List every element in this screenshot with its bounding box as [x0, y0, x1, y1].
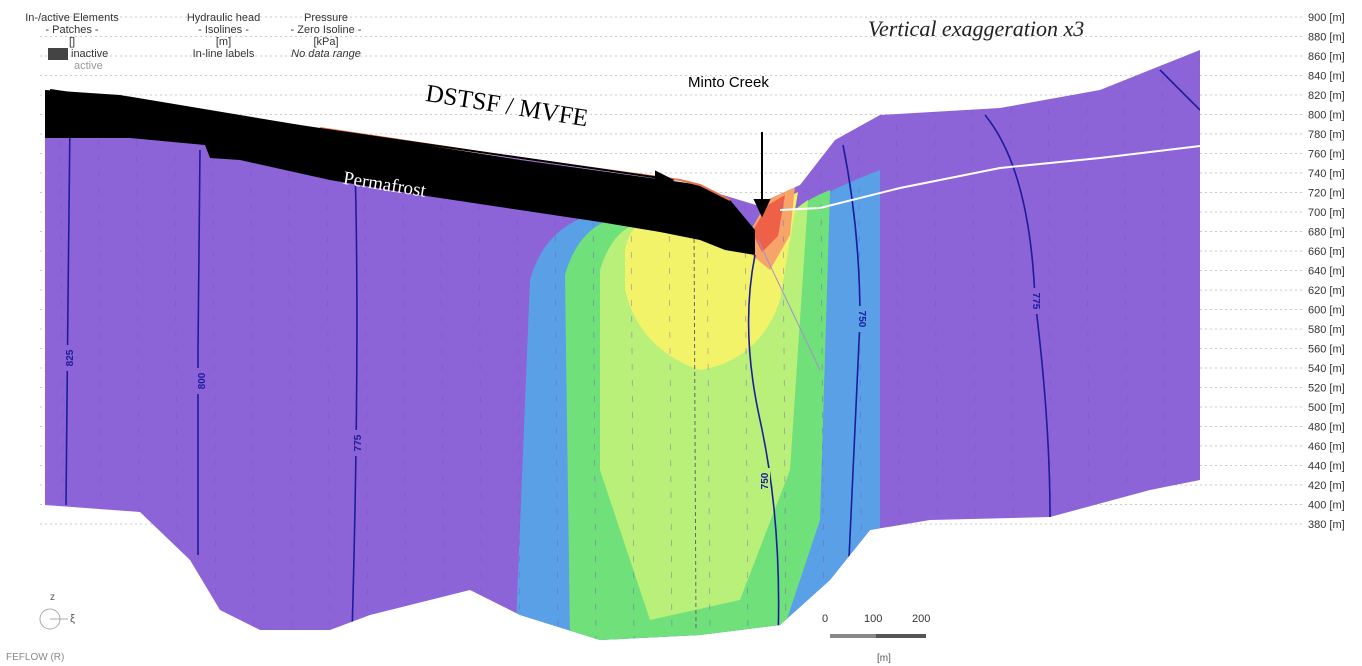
elevation-label: 580 [m]: [1308, 324, 1345, 336]
isoline-label-750-left: 750: [760, 472, 771, 489]
legend-pressure-unit: [kPa]: [313, 36, 339, 48]
isoline-label-750-right: 750: [856, 311, 867, 328]
inactive-swatch: [48, 48, 68, 61]
isoline-800-right: [1159, 69, 1200, 111]
annotation-arrows: [49, 89, 771, 218]
isoline-label-825: 825: [65, 349, 76, 366]
legend-elements: In-/active Elements - Patches - [] inact…: [18, 12, 126, 72]
legend-head: Hydraulic head - Isolines - [m] In-line …: [166, 12, 281, 60]
legend-pressure: Pressure - Zero Isoline - [kPa] No data …: [266, 12, 386, 60]
elevation-label: 880 [m]: [1308, 32, 1345, 44]
isoline-label-775-left: 775: [353, 434, 364, 451]
axis-xi-label: ξ: [70, 613, 75, 625]
vertical-exaggeration-label: Vertical exaggeration x3: [868, 16, 1085, 41]
axis-triad-icon: [39, 608, 68, 630]
legend-head-note: In-line labels: [192, 48, 255, 60]
elevation-label: 800 [m]: [1308, 110, 1345, 122]
mesh-line: [1199, 59, 1200, 640]
elevation-label: 540 [m]: [1308, 363, 1345, 375]
axis-z-label: z: [50, 592, 55, 603]
elevation-label: 680 [m]: [1308, 227, 1345, 239]
legend-active-label: active: [74, 60, 103, 73]
scale-unit-label: [m]: [877, 653, 891, 664]
elevation-label: 480 [m]: [1308, 422, 1345, 434]
legend-head-title: Hydraulic head: [186, 12, 261, 24]
dashed-guide: [693, 224, 697, 631]
legend-inactive-row: inactive: [18, 48, 126, 61]
elevation-label: 400 [m]: [1308, 500, 1345, 512]
isoline-800: [197, 149, 201, 555]
elevation-label: 700 [m]: [1308, 207, 1345, 219]
elevation-label: 460 [m]: [1308, 441, 1345, 453]
isoline-775-left: [351, 164, 358, 636]
elevation-label: 860 [m]: [1308, 51, 1345, 63]
elevation-label: 820 [m]: [1308, 90, 1345, 102]
dstsf-arrow-line: [49, 89, 661, 179]
scale-tick-0: 0: [822, 613, 829, 625]
legend-pressure-sub: - Zero Isoline -: [290, 24, 362, 36]
permafrost-block: [45, 90, 755, 255]
isoline-label-800: 800: [197, 372, 208, 389]
minto-creek-label: Minto Creek: [688, 74, 769, 91]
elevation-label: 380 [m]: [1308, 519, 1345, 531]
elevation-label: 620 [m]: [1308, 285, 1345, 297]
legend-elements-sub: - Patches -: [45, 24, 99, 36]
legend-elements-title: In-/active Elements: [25, 12, 119, 24]
creek-arrow-head: [753, 199, 771, 218]
legend-head-unit: [m]: [215, 36, 232, 48]
elevation-label: 600 [m]: [1308, 305, 1345, 317]
legend-elements-unit: []: [68, 36, 76, 48]
isoline-750-left: [747, 254, 780, 640]
elevation-label: 720 [m]: [1308, 188, 1345, 200]
isoline-825: [65, 119, 71, 506]
elevation-label: 660 [m]: [1308, 246, 1345, 258]
isoline-label-775-right: 775: [1030, 293, 1041, 310]
elevation-label: 560 [m]: [1308, 344, 1345, 356]
elevation-label: 740 [m]: [1308, 168, 1345, 180]
elevation-label: 440 [m]: [1308, 461, 1345, 473]
legend-inactive-label: inactive: [71, 48, 109, 60]
scale-tick-100: 100: [864, 613, 883, 625]
elevation-label: 780 [m]: [1308, 129, 1345, 141]
red-zone: [752, 195, 785, 252]
elevation-label: 840 [m]: [1308, 71, 1345, 83]
scale-bar: [830, 634, 926, 638]
elevation-label: 500 [m]: [1308, 402, 1345, 414]
scale-tick-200: 200: [912, 613, 931, 625]
feflow-footer: FEFLOW (R): [6, 652, 65, 663]
legend-pressure-note: No data range: [291, 48, 361, 60]
elevation-label: 520 [m]: [1308, 383, 1345, 395]
legend-pressure-title: Pressure: [303, 12, 349, 24]
elevation-label: 640 [m]: [1308, 266, 1345, 278]
dstsf-arrow-head: [655, 170, 675, 187]
fault-trace: [757, 239, 821, 371]
elevation-label: 900 [m]: [1308, 12, 1345, 24]
isoline-labels: 825 800 775 750 750 775: [60, 288, 1043, 494]
elevation-label: 760 [m]: [1308, 149, 1345, 161]
mesh-line: [173, 59, 179, 640]
water-table-line: [779, 145, 1201, 211]
legend-head-sub: - Isolines -: [198, 24, 249, 36]
elevation-label: 420 [m]: [1308, 480, 1345, 492]
elevation-axis: 900 [m] 880 [m] 860 [m] 840 [m] 820 [m] 800 […: [1308, 12, 1345, 531]
